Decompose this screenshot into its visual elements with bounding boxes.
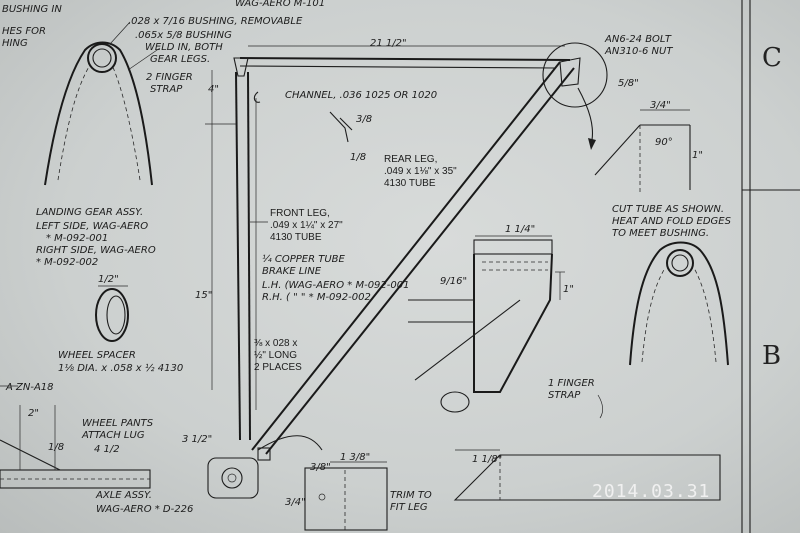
zone-letter-c: C [762,43,782,73]
channel-dim-3-8: 3/8 [356,114,372,125]
brake-line-1: ¼ COPPER TUBE [262,253,346,265]
strap-detail-center [408,235,565,413]
dim-3-4: 3/4" [650,100,671,111]
wheel-spacer-line-2: 1⅛ DIA. x .058 x ½ 4130 [58,362,183,374]
axle-line-2: WAG-AERO * D-226 [96,504,193,515]
dim-15: 15" [195,290,212,301]
finger-strap-2-label: 2 FINGER [146,72,193,83]
bushing-weld-note-3: GEAR LEGS. [150,54,210,65]
cut-tube-line-3: TO MEET BUSHING. [612,228,709,239]
finger-strap-1-line-2: STRAP [548,390,581,401]
front-leg-line-3: 4130 TUBE [270,232,322,243]
cut-tube-detail [594,109,691,195]
wheel-pants-line-1: WHEEL PANTS [82,418,154,429]
dim-3-1-2: 3 1/2" [182,434,212,445]
bottom-detail [304,461,388,531]
front-leg-line-1: FRONT LEG, [270,208,330,219]
leader-arrow [597,394,604,419]
landing-gear-line-2: LEFT SIDE, WAG-AERO [36,221,148,232]
landing-gear-line-5: * M-092-002 [36,257,98,268]
front-leg-line-2: .049 x 1¼" x 27" [270,219,343,231]
dim-3-8-b: 3/8" [310,462,331,473]
brake-line-2: BRAKE LINE [262,266,322,277]
cut-tube-line-1: CUT TUBE AS SHOWN. [612,204,724,215]
brake-line-4: R.H. ( " " * M-092-002 [262,292,371,303]
dim-2: 2" [28,408,39,419]
dim-9-16: 9/16" [440,276,467,287]
bushing-weld-note-2: WELD IN, BOTH [145,42,223,53]
wheel-hub [207,435,323,499]
rear-leg-line-1: REAR LEG, [384,154,437,165]
dim-3-4-b: 3/4" [285,497,306,508]
brake-line-3: L.H. (WAG-AERO * M-092-001 [262,280,409,291]
bushing-detail-right [629,241,729,366]
finger-strap-2-label-2: STRAP [150,84,183,95]
bottom-right-detail [453,449,721,501]
title-fragment: WAG-AERO M-101 [235,0,325,9]
dim-4: 4" [208,84,219,95]
wheel-pants-line-2: ATTACH LUG [81,430,145,441]
rear-leg-line-3: 4130 TUBE [384,178,436,189]
dim-1: 1" [692,150,703,161]
dim-4-1-2: 4 1/2 [94,444,120,455]
channel-detail [329,111,353,143]
bolt-note-2: AN310-6 NUT [604,46,673,57]
dim-90: 90° [655,137,673,148]
note-line: HING [2,38,28,49]
finger-strap-1-line-1: 1 FINGER [548,378,595,389]
dim-1-strap: 1" [563,284,574,295]
cut-tube-line-2: HEAT AND FOLD EDGES [612,216,732,227]
dim-1-3-8: 1 3/8" [340,452,370,463]
axle-line-1: AXLE ASSY. [95,490,152,501]
zone-letter-b: B [762,341,781,371]
dim-5-8: 5/8" [618,78,639,89]
clip-line-1: ⅜ x 028 x [254,338,297,349]
dim-1-2: 1/2" [98,274,119,285]
dim-top-span: 21 1/2" [370,38,407,49]
axle-assembly [0,405,151,489]
bushing-detail-left [44,21,161,186]
an-ref: A ZN-A18 [5,382,54,393]
trim-line-1: TRIM TO [390,490,432,501]
channel-note: CHANNEL, .036 1025 OR 1020 [285,90,437,101]
dim-1-8-b: 1 1/8" [472,454,502,465]
top-left-notes: BUSHING IN HES FOR HING [2,4,62,49]
bushing-note: .028 x 7/16 BUSHING, REMOVABLE [128,16,303,27]
note-line: BUSHING IN [2,4,62,15]
bushing-weld-note: .065x 5/8 BUSHING [135,30,232,41]
date-stamp: 2014.03.31 [592,481,710,502]
bolt-detail [542,42,608,150]
clip-line-3: 2 PLACES [254,362,302,373]
wheel-spacer-detail [95,285,129,342]
rear-leg [251,61,575,455]
top-channel [233,57,571,77]
bolt-note-1: AN6-24 BOLT [604,34,672,45]
landing-gear-line-4: RIGHT SIDE, WAG-AERO [36,245,156,256]
landing-gear-line-1: LANDING GEAR ASSY. [36,207,143,218]
rear-leg-line-2: .049 x 1⅛" x 35" [384,166,457,177]
dim-1-1-4: 1 1/4" [505,224,535,235]
front-leg [235,71,261,441]
note-line: HES FOR [2,26,46,37]
channel-dim-1-8: 1/8 [350,152,366,163]
dim-1-8-a: 1/8 [48,442,64,453]
wheel-spacer-line-1: WHEEL SPACER [58,350,136,361]
trim-line-2: FIT LEG [390,502,428,513]
clip-line-2: ½" LONG [254,350,297,361]
landing-gear-line-3: * M-092-001 [46,233,108,244]
